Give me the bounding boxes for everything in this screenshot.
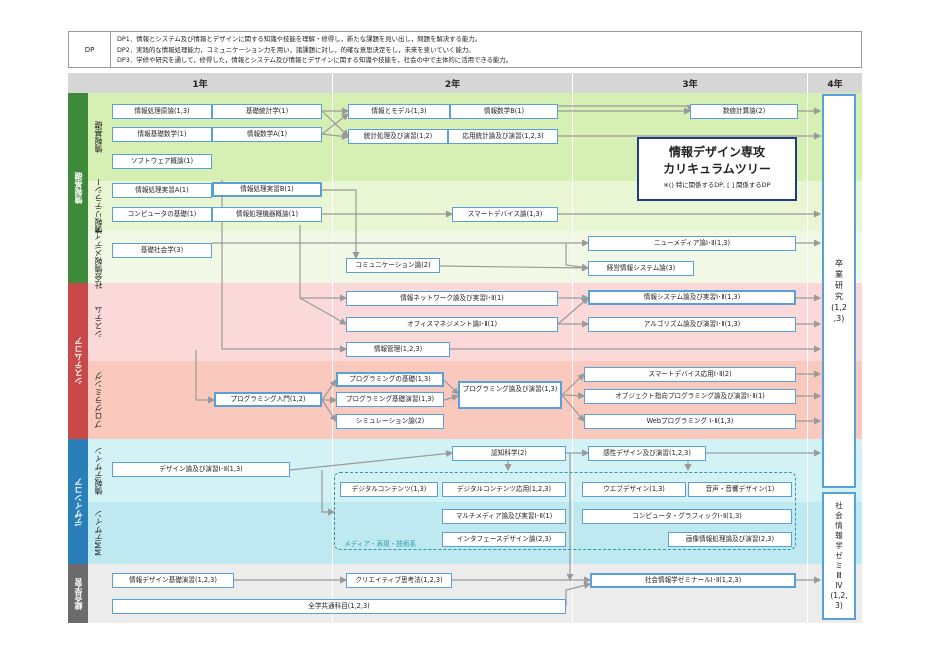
- course-c39[interactable]: スマートデバイス応用Ⅰ･Ⅱ(2): [584, 367, 796, 382]
- course-c8[interactable]: コンピュータの基礎(1): [112, 207, 212, 222]
- course-c18[interactable]: 応用統計論及び演習(1,2,3): [448, 129, 558, 144]
- course-c46[interactable]: 画像情報処理論及び演習(2,3): [668, 532, 792, 547]
- course-c33[interactable]: クリエイティブ思考法(1,2,3): [346, 573, 452, 588]
- curriculum-title: 情報デザイン専攻 カリキュラムツリー: [663, 145, 771, 176]
- course-c12[interactable]: デザイン論及び演習Ⅰ･Ⅱ(1,3): [112, 462, 290, 477]
- year-header-2: 2年: [333, 73, 572, 93]
- course-c13[interactable]: 情報デザイン基礎演習(1,2,3): [112, 573, 234, 588]
- course-c21[interactable]: 情報ネットワーク論及び実習Ⅰ･Ⅱ(1): [346, 291, 558, 306]
- year-header-1: 1年: [68, 73, 332, 93]
- course-c5[interactable]: ソフトウェア概論(1): [112, 154, 212, 169]
- year-header-4: 4年: [808, 73, 862, 93]
- course-c24[interactable]: プログラミングの基礎(1,3): [336, 372, 444, 387]
- curriculum-title-box: 情報デザイン専攻 カリキュラムツリー ※() 特に関係するDP, [ ] 関係す…: [637, 137, 797, 201]
- course-c7[interactable]: 情報処理実習B(1): [212, 182, 322, 197]
- course-c23[interactable]: 情報管理(1,2,3): [346, 342, 450, 357]
- course-c3[interactable]: 情報基礎数学(1): [112, 127, 212, 142]
- social-info-seminar-label: 社 会 情 報 学 ゼ ミ Ⅲ Ⅳ (1,2, 3): [830, 501, 848, 610]
- course-c34[interactable]: 数値計算論(2): [690, 104, 798, 119]
- course-c42[interactable]: 感性デザイン及び演習(1,2,3): [588, 446, 706, 461]
- course-c35[interactable]: ニューメディア論Ⅰ･Ⅱ(1,3): [588, 236, 796, 251]
- course-c38[interactable]: アルゴリズム論及び演習Ⅰ･Ⅱ(1,3): [588, 317, 796, 332]
- year-divider-3: [807, 93, 808, 623]
- course-c47[interactable]: 社会情報学ゼミナールⅠ･Ⅱ(1,2,3): [590, 573, 796, 588]
- course-c14[interactable]: 全学共通科目(1,2,3): [112, 599, 566, 614]
- graduation-research-label: 卒 業 研 究 (1,2 ,3): [831, 259, 847, 323]
- course-c2[interactable]: 基礎統計学(1): [212, 104, 322, 119]
- group-label-info-basic: 情報基礎: [68, 93, 88, 283]
- media-group-frame: [334, 472, 796, 550]
- course-c9[interactable]: 情報処理機器概論(1): [212, 207, 322, 222]
- course-c44[interactable]: 音声・音響デザイン(1): [688, 482, 792, 497]
- course-c16[interactable]: 情報数学B(1): [450, 104, 558, 119]
- course-c25[interactable]: プログラミング基礎演習(1,3): [336, 392, 444, 407]
- dp-legend-note: ※() 特に関係するDP, [ ] 関係するDP: [663, 181, 771, 189]
- course-c45[interactable]: コンピュータ・グラフィックⅠ･Ⅱ(1,3): [582, 509, 792, 524]
- course-c36[interactable]: 経営情報システム論(3): [588, 261, 694, 276]
- course-c22[interactable]: オフィスマネジメント論Ⅰ･Ⅱ(1): [346, 317, 558, 332]
- social-info-seminar[interactable]: 社 会 情 報 学 ゼ ミ Ⅲ Ⅳ (1,2, 3): [822, 492, 856, 620]
- course-c1[interactable]: 情報処理原論(1,3): [112, 104, 212, 119]
- dp-text: DP1．情報とシステム及び情報とデザインに関する知識や技能を理解・修得し，新たな…: [111, 32, 861, 67]
- course-c17[interactable]: 統計処理及び演習(1,2): [348, 129, 448, 144]
- course-c43[interactable]: ウエブデザイン(1,3): [582, 482, 686, 497]
- course-c27[interactable]: シミュレーション論(2): [336, 414, 444, 429]
- course-c37[interactable]: 情報システム論及び実習Ⅰ･Ⅱ(1,3): [588, 290, 796, 305]
- course-c15[interactable]: 情報とモデル(1,3): [348, 104, 450, 119]
- year-divider-2: [572, 93, 573, 623]
- dp-line-3: DP3．学修や研究を通して，修得した，情報とシステム及び情報とデザインに関する知…: [117, 56, 513, 64]
- group-label-general: 総合学習: [68, 564, 88, 623]
- graduation-research[interactable]: 卒 業 研 究 (1,2 ,3): [822, 94, 856, 488]
- dp-label: DP: [69, 32, 111, 67]
- course-c11[interactable]: プログラミング入門(1,2): [214, 392, 322, 407]
- year-divider-1: [332, 93, 333, 623]
- course-c26[interactable]: プログラミング論及び演習(1,3): [458, 381, 562, 409]
- course-c4[interactable]: 情報数学A(1): [212, 127, 322, 142]
- group-label-design-core: デザインコア: [68, 439, 88, 564]
- course-c20[interactable]: コミュニケーション論(2): [346, 258, 440, 273]
- dp-line-1: DP1．情報とシステム及び情報とデザインに関する知識や技能を理解・修得し，新たな…: [117, 35, 482, 43]
- group-label-system-core: システムコア: [68, 283, 88, 439]
- course-c6[interactable]: 情報処理実習A(1): [112, 183, 212, 198]
- course-c41[interactable]: Webプログラミング Ⅰ･Ⅱ(1,3): [584, 414, 796, 429]
- course-c30[interactable]: デジタルコンテンツ応用(1,2,3): [442, 482, 566, 497]
- dp-line-2: DP2．実践的な情報処理能力，コミュニケーション力を用い，諸課題に対し，的確な意…: [117, 45, 475, 54]
- course-c19[interactable]: スマートデバイス論(1,3): [452, 207, 558, 222]
- course-c31[interactable]: マルチメディア論及び実習Ⅰ･Ⅱ(1): [442, 509, 566, 524]
- course-c29[interactable]: デジタルコンテンツ(1,3): [340, 482, 438, 497]
- media-group-caption: メディア・表現・技術系: [344, 540, 417, 548]
- year-header-3: 3年: [573, 73, 807, 93]
- course-c40[interactable]: オブジェクト指向プログラミング論及び演習Ⅰ･Ⅱ(1): [584, 389, 796, 404]
- course-c32[interactable]: インタフェースデザイン論(2,3): [442, 532, 566, 547]
- course-c10[interactable]: 基礎社会学(3): [112, 243, 212, 258]
- course-c28[interactable]: 認知科学(2): [452, 446, 566, 461]
- dp-box: DP DP1．情報とシステム及び情報とデザインに関する知識や技能を理解・修得し，…: [68, 31, 862, 68]
